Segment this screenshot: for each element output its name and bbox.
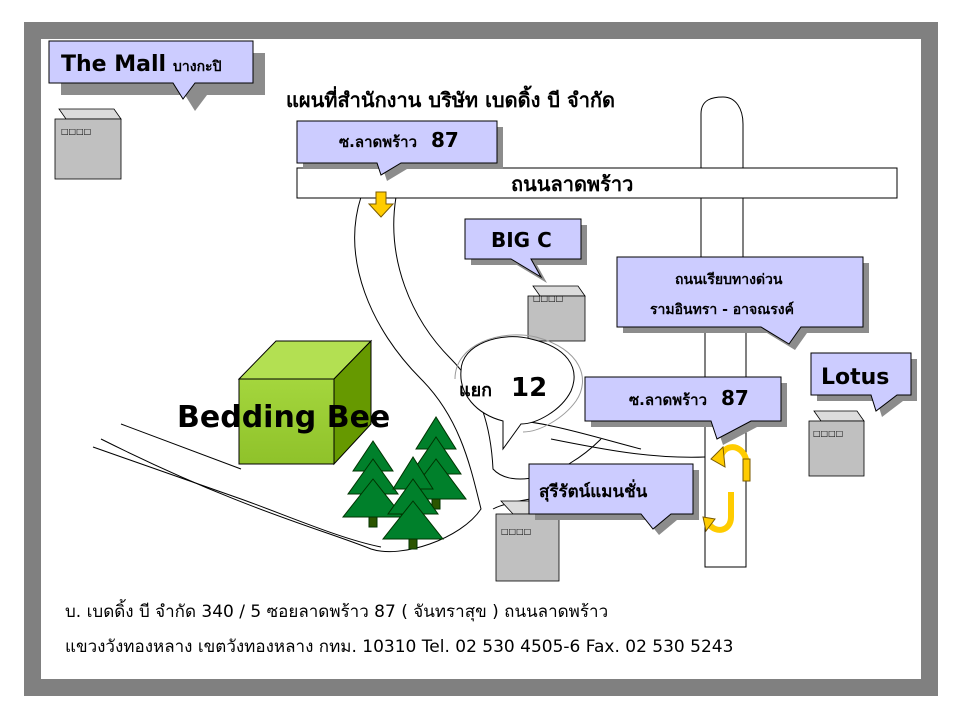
company-label: Bedding Bee xyxy=(177,400,390,435)
main-road-label: ถนนลาดพร้าว xyxy=(511,172,633,196)
callout-big-c xyxy=(464,218,587,283)
building-mall xyxy=(54,108,122,180)
expressway-road xyxy=(700,96,744,264)
tree-3 xyxy=(381,456,445,550)
expressway-lower-road xyxy=(704,329,747,568)
map-frame: The Mall บางกะปิ แผนที่สำนักงาน บริษัท เ… xyxy=(24,22,938,696)
callout-junction-num: 12 xyxy=(511,373,547,403)
building-mall-tag: □□□□ xyxy=(61,127,91,136)
soi-road-east-2 xyxy=(550,438,706,458)
map-title: แผนที่สำนักงาน บริษัท เบดดิ้ง บี จำกัด xyxy=(286,85,615,112)
soi-road-left-edge xyxy=(100,196,482,553)
callout-junction xyxy=(454,334,583,451)
callout-soi-87-right-num: 87 xyxy=(721,386,749,410)
callout-big-c-label: BIG C xyxy=(491,228,552,252)
callout-the-mall-branch: บางกะปิ xyxy=(173,59,222,75)
callout-lotus xyxy=(810,352,917,417)
trees xyxy=(341,416,467,550)
bedding-bee-building xyxy=(237,339,373,466)
callout-the-mall xyxy=(48,40,265,111)
callout-expressway-line1: ถนนเรียบทางด่วน xyxy=(675,272,783,288)
building-lotus xyxy=(808,410,865,477)
callout-suri-mansion-label: สุรีรัตน์แมนชั่น xyxy=(539,479,648,502)
callout-soi-87-right-prefix: ซ.ลาดพร้าว xyxy=(629,391,707,409)
tree-1 xyxy=(405,416,467,510)
callout-soi-87-top-prefix: ซ.ลาดพร้าว xyxy=(339,133,417,151)
branch-road-lower xyxy=(92,446,382,548)
address-line-2: แขวงวังทองหลาง เขตวังทองหลาง กทม. 10310 … xyxy=(65,637,733,657)
building-bigc xyxy=(527,285,586,342)
callout-junction-prefix: แยก xyxy=(459,380,492,401)
arrow-turn-left-icon xyxy=(702,492,734,533)
map-canvas: The Mall บางกะปิ แผนที่สำนักงาน บริษัท เ… xyxy=(48,40,917,657)
map-labels: The Mall บางกะปิ แผนที่สำนักงาน บริษัท เ… xyxy=(61,52,889,657)
map-board: The Mall บางกะปิ แผนที่สำนักงาน บริษัท เ… xyxy=(41,39,921,679)
building-lotus-tag: □□□□ xyxy=(813,429,843,438)
callout-the-mall-brand: The Mall xyxy=(61,52,166,77)
callout-soi-87-right xyxy=(584,376,787,445)
branch-road-upper xyxy=(120,423,242,470)
tree-2 xyxy=(341,440,405,528)
callout-expressway-line2: รามอินทรา - อาจณรงค์ xyxy=(650,301,794,318)
callout-soi-87-top-num: 87 xyxy=(431,128,459,152)
building-mansion-tag: □□□□ xyxy=(501,527,531,536)
callout-lotus-label: Lotus xyxy=(821,365,889,390)
callout-expressway xyxy=(616,256,869,350)
callout-soi-87-top xyxy=(296,120,503,181)
callout-suri-mansion xyxy=(528,463,699,535)
building-bigc-tag: □□□□ xyxy=(533,294,563,303)
arrow-turn-right-icon xyxy=(710,444,751,482)
arrow-down-icon xyxy=(367,191,395,218)
address-line-1: บ. เบดดิ้ง บี จำกัด 340 / 5 ซอยลาดพร้าว … xyxy=(65,599,608,622)
